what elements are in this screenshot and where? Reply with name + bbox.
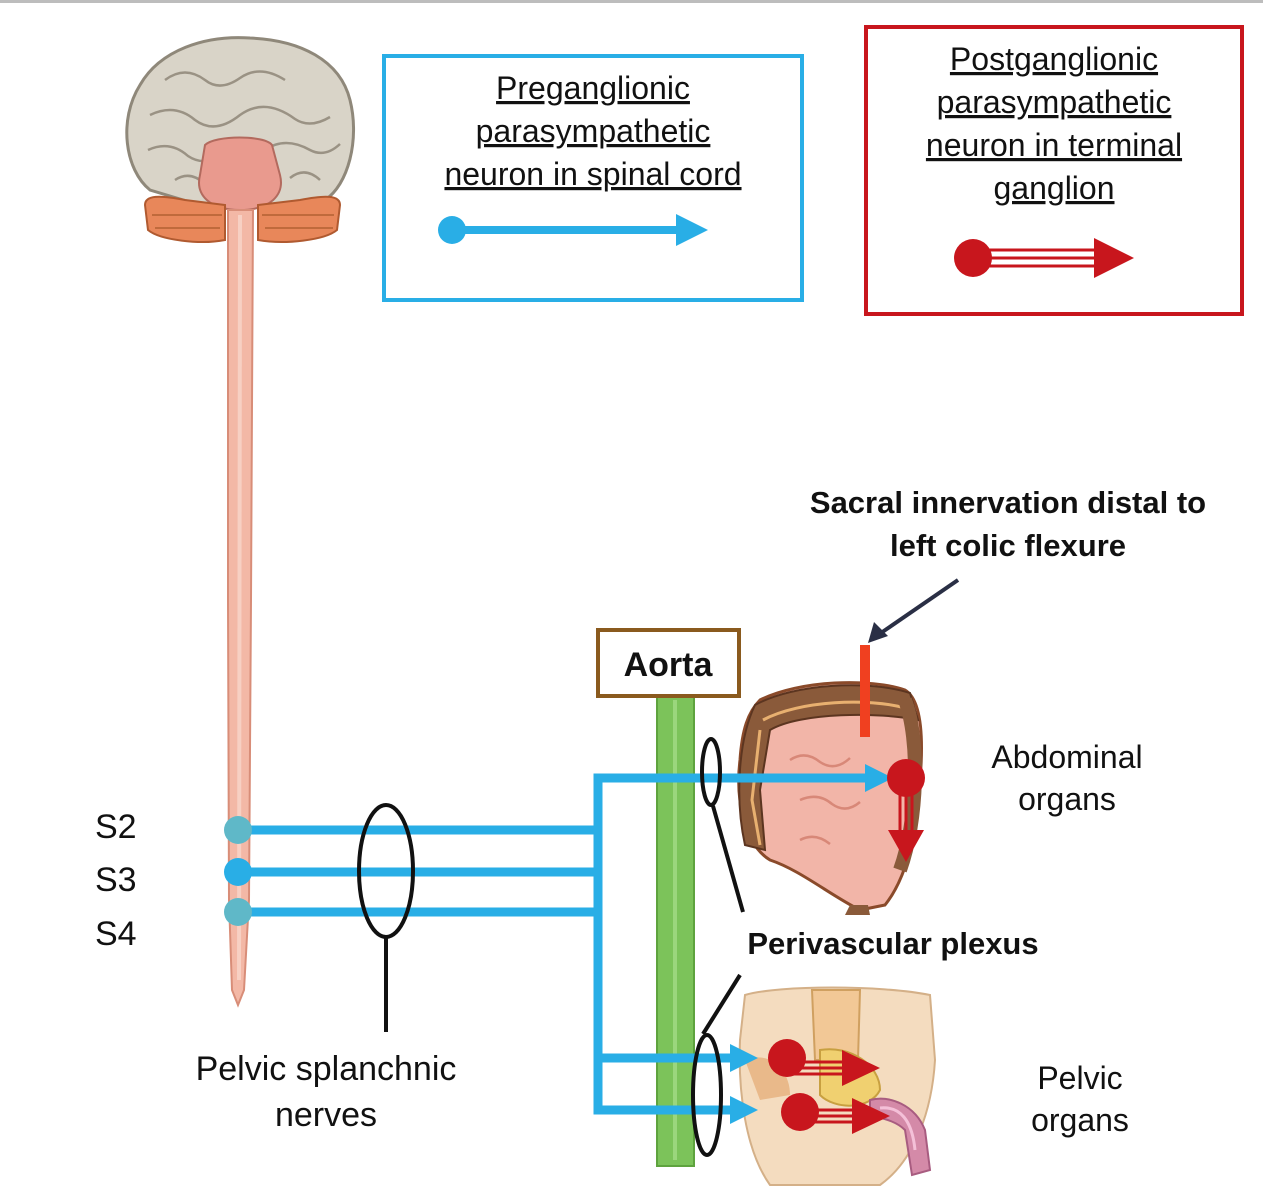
pelvic-splanchnic-label-1: Pelvic splanchnic (196, 1050, 457, 1088)
sacral-marker-line (860, 645, 870, 737)
top-border (0, 0, 1263, 3)
aorta-label: Aorta (624, 646, 714, 684)
label-s3: S3 (95, 861, 137, 899)
label-s2: S2 (95, 808, 137, 846)
legend-postganglionic-line2: parasympathetic (937, 84, 1172, 120)
colon-illustration (737, 645, 923, 915)
pelvis-illustration (738, 986, 937, 1186)
sacral-innervation-label-1: Sacral innervation distal to (810, 485, 1206, 520)
legend-postganglionic: Postganglionic parasympathetic neuron in… (864, 25, 1244, 316)
brain-illustration (125, 36, 355, 243)
s2-node (224, 816, 252, 844)
pelvic-splanchnic-label-2: nerves (275, 1096, 377, 1134)
aorta: Aorta (596, 628, 741, 1167)
legend-preganglionic: Preganglionic parasympathetic neuron in … (382, 54, 804, 302)
preganglionic-pathways (233, 773, 877, 1115)
abdominal-branch-arrowhead (865, 764, 893, 792)
postganglionic-abdominal (887, 759, 925, 862)
legend-preganglionic-line3: neuron in spinal cord (444, 156, 741, 192)
abdominal-organs-label-1: Abdominal (991, 739, 1142, 775)
preganglionic-symbol-arrowhead (676, 214, 708, 246)
spinal-cord-illustration (227, 209, 255, 1008)
label-s4: S4 (95, 915, 137, 953)
pelvic-organs-label-2: organs (1031, 1102, 1129, 1138)
sacral-annotation-arrow (868, 578, 960, 643)
postganglionic-symbol-arrowhead (1094, 238, 1134, 278)
s4-node (224, 898, 252, 926)
postganglionic-pelvic-1 (768, 1039, 880, 1086)
pelvic-branch-1-arrowhead (730, 1044, 758, 1072)
sacral-innervation-label-2: left colic flexure (890, 528, 1126, 563)
postganglionic-pelvic-2 (781, 1093, 890, 1134)
pelvic-branch-2-arrowhead (730, 1096, 758, 1124)
legend-postganglionic-line3: neuron in terminal (926, 127, 1182, 163)
legend-preganglionic-line2: parasympathetic (476, 113, 711, 149)
perivascular-plexus-label: Perivascular plexus (747, 926, 1038, 961)
perivascular-plexus-markers (691, 737, 745, 1157)
legend-postganglionic-line4: ganglion (994, 170, 1115, 206)
pelvic-organs-label-1: Pelvic (1037, 1060, 1122, 1096)
pelvic-splanchnic-ellipse (357, 803, 415, 1032)
legend-preganglionic-line1: Preganglionic (496, 70, 690, 106)
abdominal-organs-label-2: organs (1018, 781, 1116, 817)
legend-postganglionic-line1: Postganglionic (950, 41, 1158, 77)
s3-node (224, 858, 252, 886)
aorta-label-box (596, 628, 741, 698)
